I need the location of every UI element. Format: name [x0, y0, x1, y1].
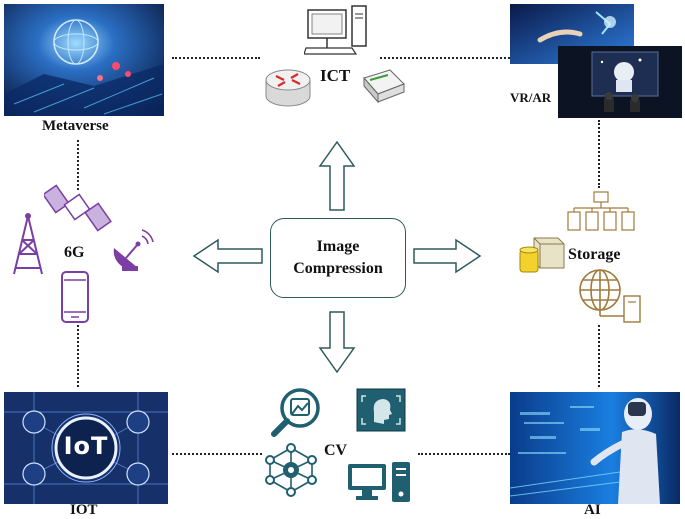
image-compression-box: Image Compression — [270, 218, 406, 298]
6g-label: 6G — [64, 244, 85, 261]
satellite-icon — [44, 184, 112, 232]
ai-label: AI — [584, 502, 601, 518]
metaverse-label: Metaverse — [42, 118, 109, 134]
cv-label: CV — [324, 442, 348, 459]
router-icon — [265, 69, 311, 107]
image-search-icon — [271, 388, 320, 437]
connector-6g-iot — [77, 325, 79, 387]
vr-ar-image-front — [558, 46, 682, 118]
connector-metaverse-6g — [77, 140, 79, 190]
iot-badge-text: IoT — [63, 432, 109, 460]
metaverse-image — [4, 4, 164, 116]
server-network-icon — [567, 191, 635, 231]
connector-metaverse-ict — [172, 57, 260, 59]
connector-cv-ai — [418, 453, 510, 455]
monitor-computer-icon — [348, 462, 410, 502]
network-switch-icon — [363, 69, 405, 104]
connector-ict-vrar — [380, 57, 510, 59]
iot-label: IOT — [70, 502, 98, 518]
center-label-line2: Compression — [293, 260, 383, 277]
connector-storage-ai — [598, 325, 600, 387]
face-recognition-icon — [356, 388, 406, 432]
neural-network-gear-icon — [265, 443, 317, 497]
desktop-computer-icon — [304, 5, 367, 55]
globe-server-icon — [579, 269, 641, 323]
storage-label: Storage — [568, 246, 621, 263]
arrow-down — [318, 311, 356, 374]
cell-tower-icon — [13, 213, 43, 275]
arrow-left — [192, 238, 263, 274]
database-box-icon — [519, 237, 565, 273]
ict-label: ICT — [320, 66, 351, 85]
vr-ar-label: VR/AR — [510, 90, 552, 105]
iot-image: IoT — [4, 392, 168, 504]
arrow-right — [413, 238, 482, 274]
smartphone-icon — [61, 271, 89, 323]
satellite-dish-icon — [113, 229, 154, 271]
center-label-line1: Image — [316, 238, 360, 255]
connector-iot-cv — [172, 453, 262, 455]
arrow-up — [318, 140, 356, 211]
ai-image — [510, 392, 680, 504]
connector-vrar-storage — [598, 120, 600, 188]
